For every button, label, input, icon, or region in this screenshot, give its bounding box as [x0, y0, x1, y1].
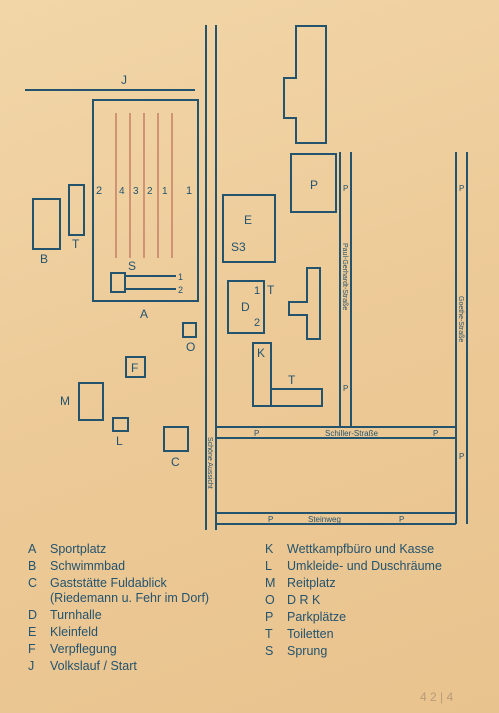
jump-pit [110, 272, 126, 293]
street-steinweg: Steinweg [308, 515, 341, 524]
label-j: J [121, 73, 127, 87]
handwritten-corner-note: 4 2 | 4 [420, 690, 454, 704]
label-a: A [140, 307, 148, 321]
label-e: E [244, 213, 252, 227]
label-l: L [116, 434, 123, 448]
turnhalle-d [227, 280, 265, 334]
toilet-t2 [288, 267, 321, 340]
kleinfeld-e [222, 194, 276, 263]
label-d1: 1 [254, 285, 260, 297]
parking-marker: P [268, 515, 273, 524]
toilet-t1 [68, 184, 85, 236]
lane-number: 3 [133, 186, 139, 197]
label-t3: T [288, 373, 296, 387]
label-t2: T [267, 283, 275, 297]
label-b: B [40, 252, 48, 266]
gaststaette-c [163, 426, 189, 452]
label-m: M [60, 394, 70, 408]
wettkampfbuero-k [252, 342, 323, 407]
label-c: C [171, 455, 180, 469]
parking-marker: P [433, 429, 438, 438]
label-f: F [131, 361, 138, 375]
lane-number: 1 [186, 185, 192, 197]
street-paul-gerhardt: Paul-Gerhardt-Straße [341, 243, 348, 310]
legend-item: (Riedemann u. Fehr im Dorf) [50, 591, 210, 605]
sportplatz-a [92, 99, 199, 302]
schwimmbad-b [32, 198, 61, 250]
lane-number: 2 [96, 185, 102, 197]
parking-marker: P [254, 429, 259, 438]
label-s2: 2 [178, 285, 183, 295]
label-o: O [186, 340, 195, 354]
parking-marker: P [459, 452, 464, 461]
street-schiller: Schiller-Straße [325, 429, 378, 438]
label-d: D [241, 300, 250, 314]
label-d2: 2 [254, 317, 260, 329]
parking-lot-p [290, 153, 337, 213]
lane-number: 4 [119, 186, 125, 197]
parking-marker: P [399, 515, 404, 524]
label-k: K [257, 346, 265, 360]
lane-number: 1 [162, 186, 168, 197]
label-s3: S3 [231, 240, 246, 254]
verpflegung-f [125, 356, 146, 378]
street-goethe: Goethe-Straße [457, 296, 464, 342]
umkleide-l [112, 417, 129, 432]
label-s1: 1 [178, 272, 183, 282]
label-s: S [128, 259, 136, 273]
reitplatz-m [78, 382, 104, 421]
label-t1: T [72, 237, 80, 251]
street-schoene-aussicht: Schöne Aussicht [206, 437, 213, 489]
top-building [283, 25, 327, 144]
label-p1: P [310, 178, 318, 192]
drk-o [182, 322, 197, 338]
lane-number: 2 [147, 186, 153, 197]
parking-marker: P [343, 384, 348, 393]
parking-marker: P [459, 184, 464, 193]
parking-marker: P [343, 184, 348, 193]
